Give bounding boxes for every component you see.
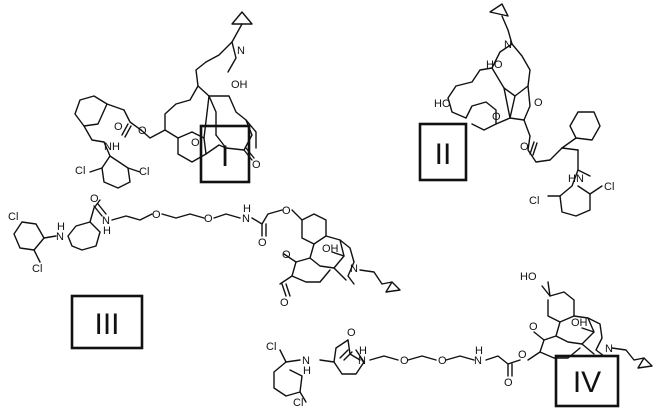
compound-IV-atom-0: HO xyxy=(520,271,537,283)
compound-IV-atom-6: N xyxy=(302,355,310,367)
compound-III-atom-4: O xyxy=(90,193,99,205)
compound-IV-atom-14: H xyxy=(475,345,483,357)
compound-I-atom-8: Cl xyxy=(139,166,149,178)
compound-III-atom-16: N xyxy=(350,263,358,275)
compound-IV-atom-16: O xyxy=(518,349,527,361)
compound-IV-atom-9: N xyxy=(358,355,366,367)
compound-III-atom-1: Cl xyxy=(32,263,42,275)
compound-II-atom-1: HO xyxy=(486,59,503,71)
compound-IV-atom-12: O xyxy=(438,355,447,367)
compound-III-atom-6: H xyxy=(103,225,111,237)
compound-IV-atom-4: Cl xyxy=(266,341,276,353)
compound-II-label: II xyxy=(435,138,452,171)
compound-II-atom-3: O xyxy=(492,111,501,123)
compound-III-label: III xyxy=(94,308,119,341)
compound-IV-atom-10: H xyxy=(359,345,367,357)
compound-IV-label-box xyxy=(554,354,620,408)
compound-IV: HO O OH N Cl Cl N H O N H O O N H O O IV xyxy=(266,271,653,409)
compound-II-atom-4: O xyxy=(534,97,543,109)
compound-III-atom-11: O xyxy=(258,237,267,249)
compound-I-atom-1: OH xyxy=(231,79,248,91)
compound-I-atom-2: O xyxy=(138,125,147,137)
compound-III-atom-15: OH xyxy=(322,243,339,255)
compound-IV-atom-15: O xyxy=(504,377,513,389)
compound-III-atom-5: N xyxy=(102,215,110,227)
compound-IV-atom-8: O xyxy=(347,327,356,339)
compound-III-atom-12: O xyxy=(282,205,291,217)
compound-III-atom-2: N xyxy=(56,231,64,243)
compound-I-label-box xyxy=(199,124,251,184)
compound-IV-atom-11: O xyxy=(400,355,409,367)
compound-III-atom-9: N xyxy=(242,213,250,225)
compound-III-label-box xyxy=(70,294,144,350)
compound-III-atom-14: O xyxy=(280,297,289,309)
compound-III-atom-13: O xyxy=(282,249,291,261)
compound-I-atom-6: NH xyxy=(104,141,120,153)
compound-III-atom-7: O xyxy=(152,209,161,221)
compound-IV-atom-7: H xyxy=(303,365,311,377)
compound-II-atom-5: O xyxy=(520,141,529,153)
compound-II-atom-8: Cl xyxy=(529,195,539,207)
compound-IV-atom-3: N xyxy=(605,343,613,355)
compound-I-atom-3: O xyxy=(114,121,123,133)
compound-III-atom-0: Cl xyxy=(8,211,18,223)
compound-II-atom-6: HN xyxy=(568,173,584,185)
compound-III-atom-8: O xyxy=(204,213,213,225)
compound-I-atom-7: Cl xyxy=(75,165,85,177)
compound-I-atom-0: N xyxy=(237,45,245,57)
compound-I-atom-5: O xyxy=(252,159,261,171)
compound-II-bonds xyxy=(447,3,603,217)
compound-IV-bonds xyxy=(273,281,653,403)
compound-I-atom-4: O xyxy=(191,137,200,149)
compound-I: N OH O O O O NH Cl Cl I xyxy=(74,11,261,189)
compound-III-atom-10: H xyxy=(243,203,251,215)
compound-IV-label: IV xyxy=(573,366,601,399)
compound-IV-atom-5: Cl xyxy=(293,397,303,409)
compound-II-atom-7: Cl xyxy=(604,181,614,193)
compound-III-atom-3: H xyxy=(57,221,65,233)
compound-II-label-box xyxy=(418,122,468,182)
compound-IV-atom-1: O xyxy=(529,321,538,333)
compound-II-atom-2: HO xyxy=(434,98,451,110)
compound-I-label: I xyxy=(221,140,229,173)
compound-III: Cl Cl N H O N H O O N H O O O O OH N III xyxy=(8,193,401,350)
compound-III-bonds xyxy=(13,199,401,297)
compound-IV-atom-2: OH xyxy=(571,317,588,329)
compound-II-atom-0: N xyxy=(504,39,512,51)
compound-IV-atom-13: N xyxy=(474,355,482,367)
compound-II: N HO HO O O O HN Cl Cl II xyxy=(418,3,614,217)
